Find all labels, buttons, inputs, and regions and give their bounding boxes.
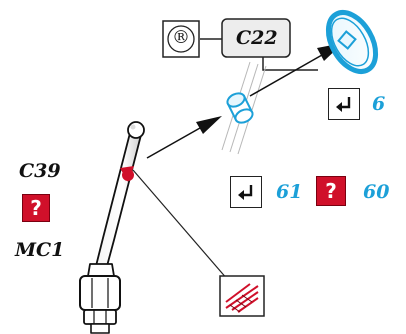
label-mc1: MC1 [15, 239, 65, 261]
c22-box [221, 18, 291, 58]
disc-target-icon [325, 10, 379, 74]
label-c39: C39 [19, 160, 61, 182]
question-mark-icon-2: ? [316, 176, 346, 206]
return-arrow-icon-2 [230, 176, 262, 208]
connector-c22-to-disc [262, 57, 318, 71]
registered-glyph: ® [172, 27, 190, 48]
label-c22: C22 [236, 27, 278, 49]
registered-mark-box [162, 20, 200, 58]
red-tip-wedge [120, 166, 134, 182]
registered-mark-icon [167, 25, 195, 53]
question-mark-icon: ? [22, 194, 50, 222]
label-61: 61 [276, 181, 303, 203]
tip-leader-line [132, 169, 229, 281]
hatch-pad-icon [219, 275, 265, 317]
probe-stylus-icon [79, 121, 145, 334]
return-arrow-icon [328, 88, 360, 120]
ball-joint-icon [226, 92, 254, 124]
label-6: 6 [372, 93, 386, 115]
arrow-tip-to-joint [146, 116, 222, 159]
label-60: 60 [363, 181, 390, 203]
